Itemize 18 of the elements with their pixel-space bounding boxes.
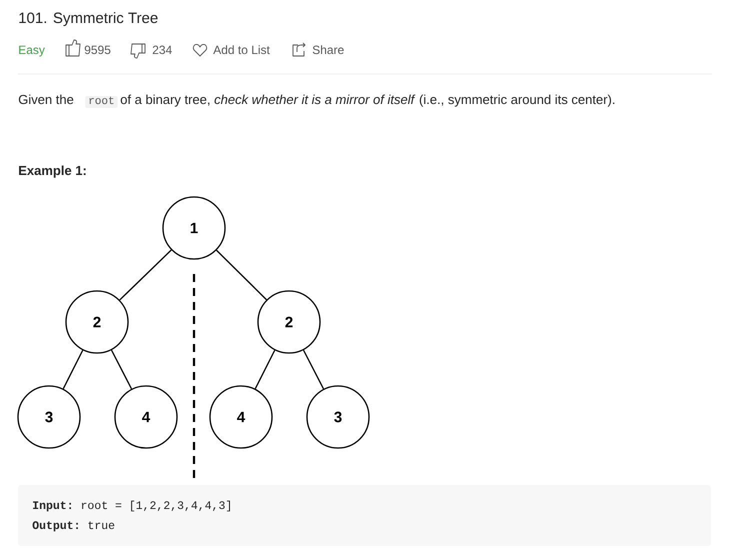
share-link: Share: [312, 45, 344, 54]
tree-edge: [302, 350, 324, 390]
tree-edge: [110, 350, 132, 390]
inline-code: root: [85, 96, 118, 108]
like-count: 9595: [84, 46, 110, 54]
tree-edge: [119, 250, 172, 300]
dislike-count: 234: [152, 46, 172, 54]
add-to-list-link: Add to List: [213, 45, 270, 54]
description-text: of a binary tree, check whether it is a mirror of itself (i.e., symmetric around its center).: [120, 94, 614, 107]
tree-edge: [254, 350, 276, 390]
page-title: 101. Symmetric Tree: [19, 12, 158, 26]
input-line: Input: root = [1,2,2,3,4,4,3]: [33, 500, 230, 512]
tree-edge: [216, 250, 267, 300]
example-heading: Example 1:: [19, 166, 86, 178]
description-text: Given the: [18, 94, 74, 104]
difficulty-label: Easy: [19, 46, 45, 56]
tree-edge: [62, 350, 84, 390]
output-line: Output: true: [32, 521, 114, 532]
